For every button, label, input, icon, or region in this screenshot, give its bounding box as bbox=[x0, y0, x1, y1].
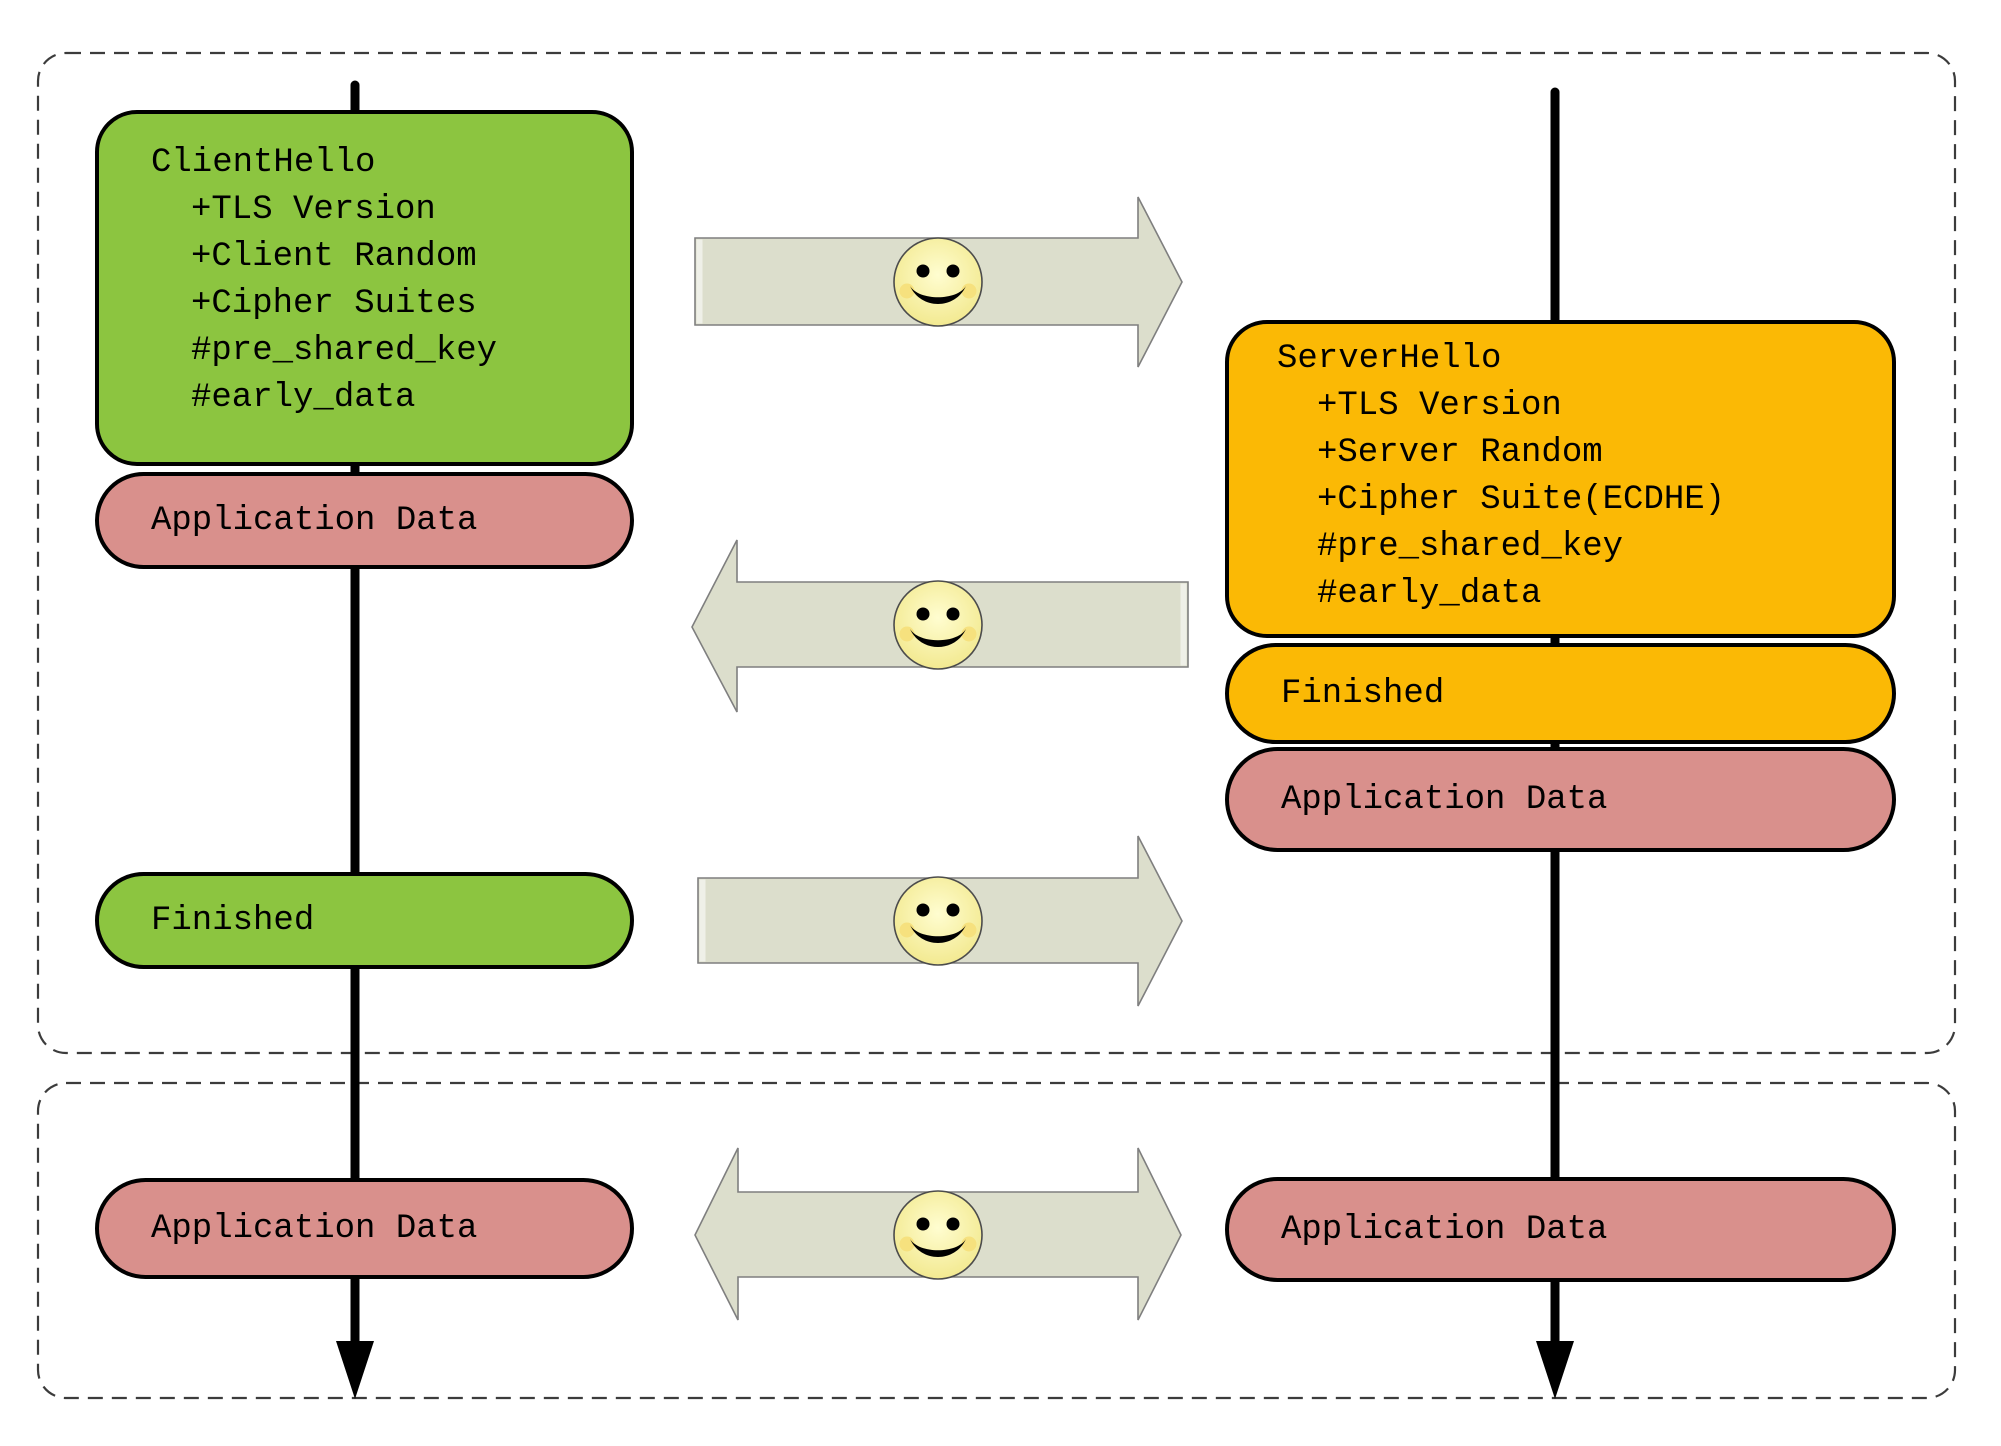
server-lifeline-arrowhead-icon bbox=[1536, 1341, 1574, 1399]
smiley-icon bbox=[893, 237, 983, 327]
client-finished-label: Finished bbox=[151, 901, 315, 940]
handshake-phase-box bbox=[36, 51, 1957, 1055]
server-finished-box: Finished bbox=[1225, 643, 1896, 744]
arrow-tail-highlight bbox=[696, 239, 703, 324]
client-finished-box: Finished bbox=[95, 872, 634, 969]
client-app-data-box: Application Data bbox=[95, 1178, 634, 1279]
smiley-icon bbox=[893, 1190, 983, 1280]
client-hello-item: #pre_shared_key bbox=[191, 332, 498, 370]
client-hello-item: #early_data bbox=[191, 379, 416, 417]
client-early-app-data-box: Application Data bbox=[95, 472, 634, 569]
client-early-app-data-label: Application Data bbox=[151, 501, 478, 540]
server-app-data-label: Application Data bbox=[1281, 1210, 1608, 1249]
server-hello-item: +Server Random bbox=[1317, 434, 1603, 472]
server-finished-label: Finished bbox=[1281, 674, 1445, 713]
client-hello-title: ClientHello bbox=[151, 144, 376, 182]
client-hello-box: ClientHello +TLS Version +Client Random … bbox=[95, 110, 634, 466]
server-app-data-box: Application Data bbox=[1225, 747, 1896, 852]
arrow-tail-highlight bbox=[699, 879, 706, 962]
server-app-data-box-2: Application Data bbox=[1225, 1177, 1896, 1282]
smiley-icon bbox=[893, 580, 983, 670]
client-hello-item: +Client Random bbox=[191, 238, 477, 276]
smiley-icon bbox=[893, 876, 983, 966]
server-hello-box: ServerHello +TLS Version +Server Random … bbox=[1225, 320, 1896, 638]
server-app-data-label: Application Data bbox=[1281, 780, 1608, 819]
client-lifeline-arrowhead-icon bbox=[336, 1341, 374, 1399]
arrow-tail-highlight bbox=[1180, 583, 1187, 666]
server-hello-title: ServerHello bbox=[1277, 340, 1502, 378]
server-hello-item: #early_data bbox=[1317, 575, 1542, 613]
server-hello-item: +TLS Version bbox=[1317, 387, 1562, 425]
server-hello-item: +Cipher Suite(ECDHE) bbox=[1317, 481, 1726, 519]
client-hello-item: +Cipher Suites bbox=[191, 285, 477, 323]
client-app-data-label: Application Data bbox=[151, 1209, 478, 1248]
client-hello-item: +TLS Version bbox=[191, 191, 436, 229]
server-hello-item: #pre_shared_key bbox=[1317, 528, 1624, 566]
